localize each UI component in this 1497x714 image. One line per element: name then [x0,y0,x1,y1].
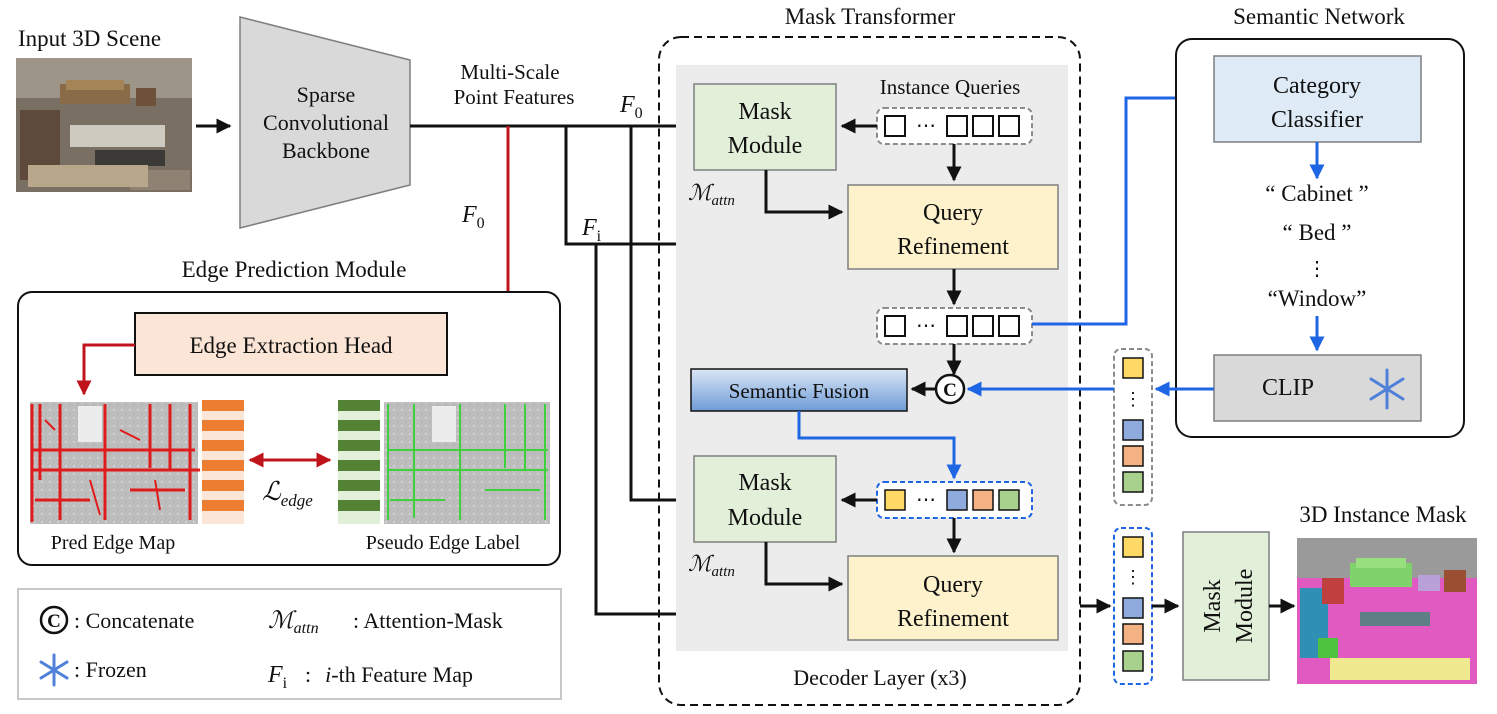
pseudo-feature-stripes [338,400,380,524]
edge-head-label: Edge Extraction Head [189,333,393,358]
embedding-vellipsis: ⋮ [1124,389,1142,409]
clip-snowflake-icon [1369,368,1405,410]
attn-label-1: ℳattn [688,180,735,209]
multiscale-label-1: Multi-Scale [460,60,559,84]
edge-title: Edge Prediction Module [182,257,407,282]
pseudo-edge-map [384,402,550,524]
blue-arrow-tokens-to-classifier [1032,90,1210,326]
backbone-label-2: Convolutional [263,110,389,135]
input-scene-image [16,58,192,192]
query-refinement-1 [847,184,1059,270]
f0-line-to-mask-module-2 [629,126,692,508]
concat-symbol: C [943,380,957,401]
legend-attn-symbol: ℳattn [268,608,319,637]
output-mask-label-1: Mask [1200,579,1226,632]
qr1-label-2: Refinement [897,234,1009,260]
output-title: 3D Instance Mask [1299,502,1467,527]
semantic-network-title: Semantic Network [1233,4,1405,29]
semantic-label-bed: “ Bed ” [1283,220,1352,245]
legend-box [17,588,562,700]
attn-arrow-2 [764,542,844,592]
semantic-fusion-label: Semantic Fusion [729,379,870,403]
output-mask-label-2: Module [1232,569,1258,644]
attn-arrow-1 [764,170,844,220]
qr1-label-1: Query [923,200,983,226]
f0-label: F0 [619,92,643,122]
multiscale-label-2: Point Features [454,85,575,109]
text-embedding-tokens [1113,348,1153,506]
semantic-label-vellipsis: ⋮ [1307,258,1327,280]
backbone-label-1: Sparse [297,82,356,107]
legend-snowflake-icon [39,653,69,687]
input-title: Input 3D Scene [18,26,161,51]
decoder-layer-label: Decoder Layer (x3) [793,665,966,690]
edge-extraction-head [134,312,448,376]
mask-module-2-label-1: Mask [738,470,791,496]
mask-module-1 [693,83,837,171]
pred-edge-caption: Pred Edge Map [51,532,175,554]
pred-edge-map [30,402,200,524]
attn-label-2: ℳattn [688,551,735,580]
qr2-label-2: Refinement [897,606,1009,632]
mask-module-1-label-1: Mask [738,99,791,125]
refined-query-tokens [876,307,1033,345]
clip-label: CLIP [1262,375,1314,401]
query-refinement-2 [847,555,1059,641]
legend-attn-text: : Attention-Mask [353,608,503,633]
red-arrow-to-pred-map [76,343,135,396]
legend-concat-text: : Concatenate [74,608,194,633]
instance-query-tokens-1 [876,107,1033,145]
legend-frozen-text: : Frozen [74,657,147,682]
mask-module-1-label-2: Module [728,133,803,159]
pseudo-edge-caption: Pseudo Edge Label [366,532,521,554]
semantic-fusion-box [690,368,908,412]
ellipsis-1: ⋯ [916,115,936,137]
legend-concat-icon [39,605,69,635]
legend-fi-symbol: Fi [267,662,288,692]
output-vellipsis: ⋮ [1124,567,1142,587]
output-query-tokens [1113,527,1153,685]
legend-fi-text: :i-th Feature Map [305,662,473,687]
category-classifier [1213,55,1422,143]
mask-module-2-label-2: Module [728,505,803,531]
backbone-trapezoid [239,16,411,229]
blue-arrow-fusion-to-tokens [797,411,962,480]
instance-mask-image [1297,538,1477,684]
backbone-label-3: Backbone [282,138,370,163]
ellipsis-3: ⋯ [916,489,936,511]
fi-label: Fi [581,215,602,245]
mask-transformer-title: Mask Transformer [785,4,956,29]
fused-query-tokens [876,481,1033,519]
f0-edge-label: F0 [461,202,485,232]
mask-module-2 [693,455,837,543]
mask-transformer-frame [658,36,1081,706]
pred-feature-stripes [202,400,244,524]
legend-concat-symbol: C [47,611,61,632]
instance-queries-label: Instance Queries [880,75,1021,99]
semantic-label-window: “Window” [1268,286,1367,311]
classifier-label-1: Category [1273,73,1361,99]
ellipsis-2: ⋯ [916,315,936,337]
classifier-label-2: Classifier [1271,107,1363,133]
edge-loss-label: ℒedge [262,477,313,510]
semantic-label-cabinet: “ Cabinet ” [1265,181,1368,206]
output-mask-module [1182,531,1270,681]
qr2-label-1: Query [923,572,983,598]
